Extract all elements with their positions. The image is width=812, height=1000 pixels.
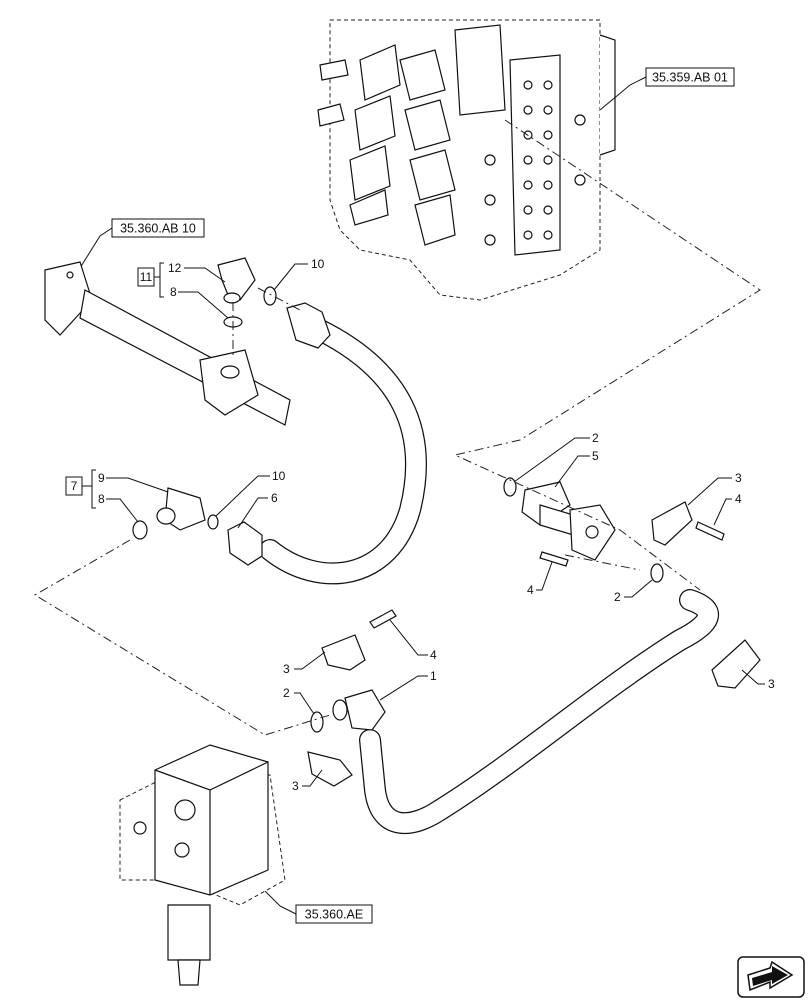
bolt-4-right bbox=[695, 521, 725, 541]
flange-block-5 bbox=[521, 481, 616, 561]
callout-6: 6 bbox=[237, 491, 278, 529]
svg-text:3: 3 bbox=[768, 677, 775, 691]
hose-lower-1 bbox=[332, 589, 719, 834]
callout-9: 9 bbox=[98, 471, 169, 493]
svg-text:6: 6 bbox=[271, 491, 278, 505]
kit-11-bracket: 11 bbox=[137, 262, 164, 298]
o-ring-2-top bbox=[503, 477, 517, 497]
reference-35-360-ae[interactable]: 35.360.AE bbox=[261, 887, 373, 924]
straight-fitting-9 bbox=[156, 487, 206, 531]
svg-text:12: 12 bbox=[168, 261, 182, 275]
svg-text:2: 2 bbox=[614, 590, 621, 604]
half-clamp-3-left bbox=[321, 634, 366, 671]
callout-5: 5 bbox=[554, 449, 599, 488]
svg-text:10: 10 bbox=[311, 257, 325, 271]
svg-text:8: 8 bbox=[98, 492, 105, 506]
svg-text:4: 4 bbox=[527, 583, 534, 597]
svg-text:2: 2 bbox=[283, 686, 290, 700]
o-ring-8-lower bbox=[132, 520, 148, 540]
reference-35-360-ab-10[interactable]: 35.360.AB 10 bbox=[79, 218, 205, 269]
svg-text:10: 10 bbox=[272, 469, 286, 483]
callout-8-upper: 8 bbox=[170, 285, 229, 319]
bolt-4-lower bbox=[369, 609, 397, 629]
callout-4-right: 4 bbox=[713, 492, 742, 526]
callout-4-left: 4 bbox=[527, 561, 553, 597]
svg-text:3: 3 bbox=[283, 662, 290, 676]
kit-7-bracket: 7 bbox=[65, 469, 96, 509]
callout-3-top-right: 3 bbox=[687, 471, 742, 506]
callout-10-upper: 10 bbox=[273, 257, 325, 291]
callout-10-lower: 10 bbox=[215, 469, 286, 517]
callout-12: 12 bbox=[168, 261, 226, 283]
callout-2-top: 2 bbox=[513, 431, 599, 483]
svg-text:35.360.AE: 35.360.AE bbox=[305, 908, 363, 922]
reference-35-359-ab-01[interactable]: 35.359.AB 01 bbox=[599, 67, 735, 111]
svg-text:11: 11 bbox=[140, 270, 153, 284]
callout-2-right: 2 bbox=[614, 579, 653, 604]
svg-text:3: 3 bbox=[735, 471, 742, 485]
svg-text:5: 5 bbox=[592, 449, 599, 463]
callout-2-left: 2 bbox=[283, 686, 315, 715]
half-clamp-3-bottom bbox=[307, 751, 353, 787]
callout-3-bottom: 3 bbox=[292, 769, 323, 793]
half-clamp-3-right bbox=[711, 639, 761, 689]
elbow-fitting-12 bbox=[217, 257, 256, 304]
svg-text:4: 4 bbox=[430, 648, 437, 662]
svg-text:9: 9 bbox=[98, 471, 105, 485]
o-ring-2-left bbox=[310, 711, 324, 733]
centerlines bbox=[34, 119, 761, 736]
callout-3-left: 3 bbox=[283, 651, 326, 676]
control-valve-block bbox=[317, 19, 616, 301]
bolt-4-left bbox=[539, 551, 569, 567]
callout-1: 1 bbox=[379, 669, 437, 701]
o-ring-10-upper bbox=[263, 286, 277, 306]
callout-4-lower: 4 bbox=[389, 619, 437, 662]
svg-text:8: 8 bbox=[170, 285, 177, 299]
svg-text:35.359.AB 01: 35.359.AB 01 bbox=[652, 71, 728, 85]
hose-upper bbox=[227, 302, 427, 585]
valve-bolts bbox=[484, 80, 586, 246]
next-page-arrow-icon[interactable] bbox=[737, 956, 805, 998]
svg-text:3: 3 bbox=[292, 779, 299, 793]
o-ring-2-right bbox=[650, 563, 664, 583]
valve-body bbox=[119, 744, 286, 986]
pipe-manifold bbox=[44, 261, 291, 426]
callout-8-lower: 8 bbox=[98, 492, 139, 523]
svg-text:7: 7 bbox=[71, 479, 78, 493]
svg-text:4: 4 bbox=[735, 492, 742, 506]
callout-3-right: 3 bbox=[741, 669, 775, 691]
half-clamp-3-right-top bbox=[651, 501, 693, 546]
o-ring-10-lower bbox=[207, 514, 219, 530]
svg-text:35.360.AB 10: 35.360.AB 10 bbox=[120, 222, 196, 236]
svg-text:2: 2 bbox=[592, 431, 599, 445]
svg-text:1: 1 bbox=[430, 669, 437, 683]
